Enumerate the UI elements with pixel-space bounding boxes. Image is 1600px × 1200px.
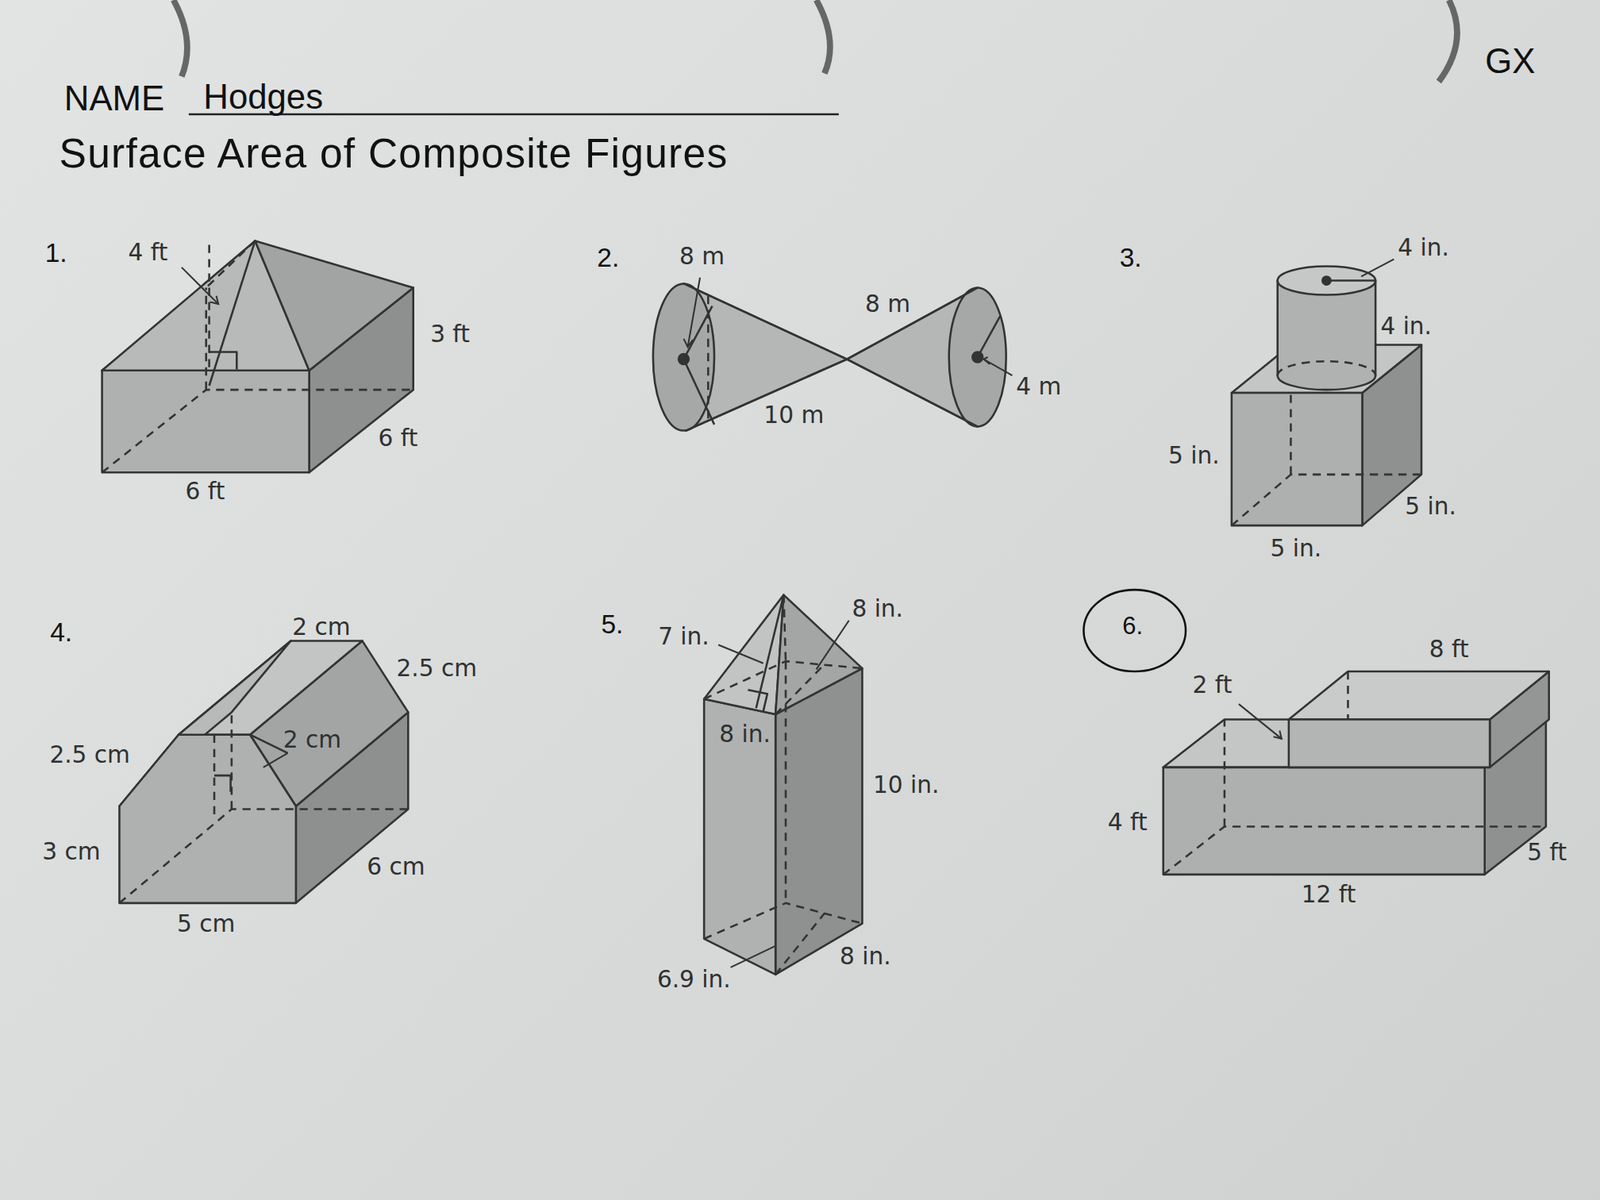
dimension-label: 8 in. bbox=[839, 944, 892, 971]
problem-number: 6. bbox=[1122, 612, 1143, 640]
dimension-label: 2.5 cm bbox=[49, 742, 131, 769]
dimension-label: 4 m bbox=[1015, 373, 1062, 400]
name-label: NAME bbox=[64, 80, 165, 119]
dimension-label: 2 ft bbox=[1192, 673, 1233, 700]
problem-number: 3. bbox=[1119, 243, 1143, 274]
problem-number: 5. bbox=[600, 609, 624, 639]
dimension-label: 6 ft bbox=[185, 478, 226, 505]
dimension-label: 5 in. bbox=[1168, 442, 1220, 470]
class-code: GX bbox=[1484, 42, 1535, 81]
dimension-label: 2 cm bbox=[283, 726, 342, 754]
dimension-label: 3 cm bbox=[42, 838, 100, 866]
dimension-label: 6 ft bbox=[378, 426, 419, 453]
dimension-label: 3 ft bbox=[430, 321, 470, 348]
dimension-label: 8 m bbox=[679, 244, 725, 271]
dimension-label: 4 ft bbox=[128, 240, 169, 267]
dimension-label: 5 in. bbox=[1404, 494, 1457, 521]
dimension-label: 10 m bbox=[763, 402, 824, 429]
dimension-label: 8 ft bbox=[1429, 637, 1470, 664]
dimension-label: 4 in. bbox=[1397, 234, 1450, 262]
dimension-label: 10 in. bbox=[873, 773, 939, 800]
dimension-label: 6 cm bbox=[366, 854, 425, 881]
dimension-label: 4 ft bbox=[1107, 809, 1148, 836]
problem-number: 1. bbox=[45, 238, 68, 268]
dimension-label: 7 in. bbox=[657, 623, 710, 650]
dimension-label: 12 ft bbox=[1301, 881, 1357, 908]
problem-number: 2. bbox=[596, 243, 620, 274]
dimension-label: 5 in. bbox=[1270, 535, 1323, 562]
student-name: Hodges bbox=[203, 77, 324, 116]
dimension-label: 8 in. bbox=[719, 721, 771, 748]
dimension-label: 8 in. bbox=[851, 596, 904, 623]
dimension-label: 2.5 cm bbox=[396, 655, 478, 682]
worksheet-title: Surface Area of Composite Figures bbox=[59, 130, 729, 177]
dimension-label: 6.9 in. bbox=[657, 966, 731, 993]
problem-number: 4. bbox=[50, 618, 73, 648]
dimension-label: 4 in. bbox=[1380, 313, 1432, 340]
dimension-label: 8 m bbox=[865, 291, 911, 318]
dimension-label: 5 cm bbox=[176, 911, 235, 939]
dimension-label: 2 cm bbox=[292, 614, 350, 641]
dimension-label: 5 ft bbox=[1526, 840, 1567, 867]
